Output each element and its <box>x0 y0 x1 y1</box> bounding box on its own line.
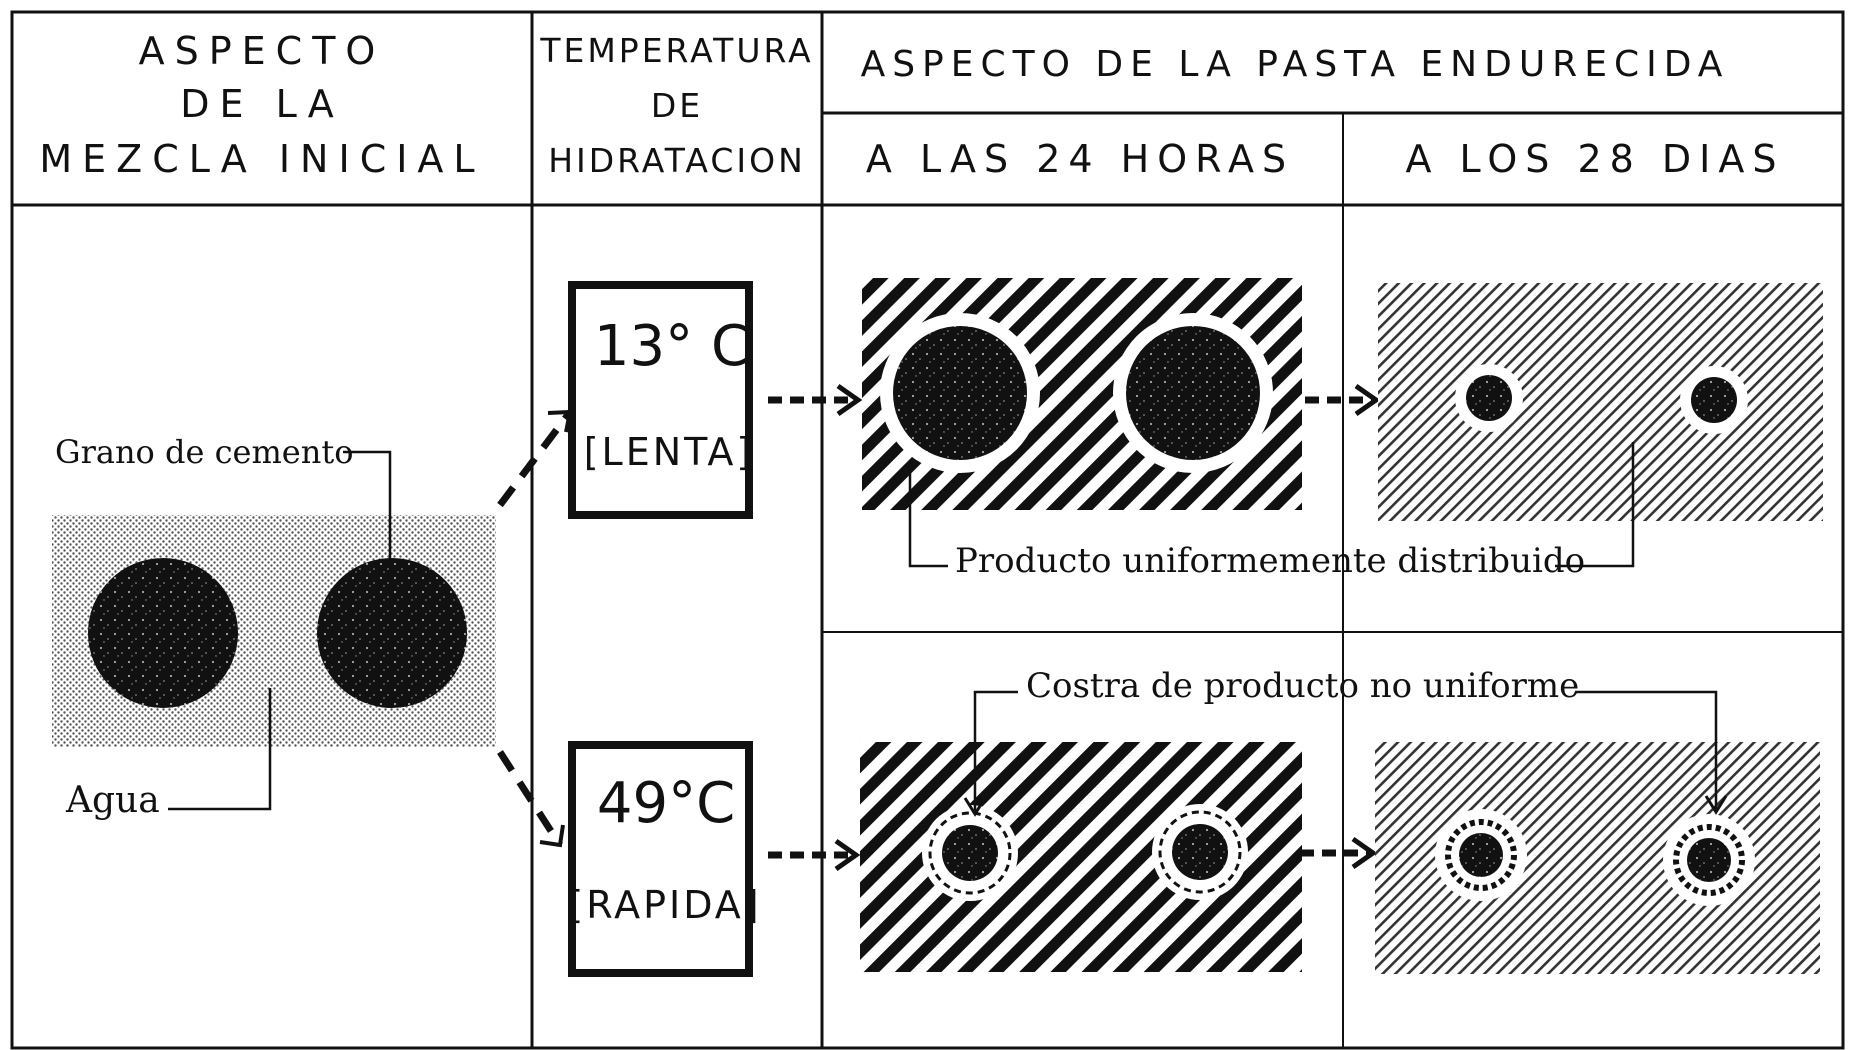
fast-24h-paste <box>860 742 1302 972</box>
arrow-to-slow <box>497 409 573 508</box>
arrow-head <box>1704 795 1728 815</box>
slow-temp-box: 13° C [LENTA] <box>568 281 755 519</box>
arrow-head <box>963 797 987 817</box>
cement-grain <box>88 558 238 708</box>
header-col2-line3: HIDRATACION <box>548 141 806 180</box>
label-water: Agua <box>65 780 160 821</box>
initial-mixture <box>52 515 496 747</box>
leader-uniform-left <box>908 470 948 568</box>
header-col2-line1: TEMPERATURA <box>539 31 813 70</box>
fast-28d-paste <box>1375 742 1820 974</box>
leader-water <box>168 688 272 811</box>
slow-rate: [LENTA] <box>584 430 755 474</box>
fast-temp-value: 49°C <box>597 771 735 836</box>
label-crust: Costra de producto no uniforme <box>1026 666 1579 706</box>
arrow-to-fast <box>497 750 563 847</box>
label-grain: Grano de cemento <box>55 433 353 471</box>
leader-crust-right <box>1575 690 1718 810</box>
header-24h: A LAS 24 HORAS <box>866 137 1294 181</box>
slow-28d-paste <box>1378 283 1823 521</box>
header-col2-line2: DE <box>651 86 703 125</box>
arrow-head <box>836 383 863 417</box>
fast-temp-box: 49°C [RAPIDA] <box>568 741 761 977</box>
table-grid <box>10 10 1845 1050</box>
slow-24h-paste <box>862 278 1302 510</box>
cement-grain <box>317 558 467 708</box>
arrow-head <box>1351 836 1378 870</box>
slow-temp-value: 13° C <box>594 314 750 379</box>
leader-grain <box>343 450 392 560</box>
label-uniform: Producto uniformemente distribuido <box>955 541 1585 581</box>
header-col1-line1: ASPECTO <box>139 29 386 73</box>
leader-uniform-right <box>1555 442 1635 568</box>
header-group: ASPECTO DE LA PASTA ENDURECIDA <box>861 44 1730 85</box>
arrow-head <box>834 838 861 872</box>
arrow-head <box>1354 383 1381 417</box>
header-col1-line2: DE LA <box>180 82 343 126</box>
arrow-head <box>539 824 565 848</box>
leader-crust-left <box>973 690 1018 812</box>
header-col1-line3: MEZCLA INICIAL <box>39 137 484 181</box>
fast-rate: [RAPIDA] <box>568 883 761 927</box>
header-28d: A LOS 28 DIAS <box>1405 137 1784 181</box>
